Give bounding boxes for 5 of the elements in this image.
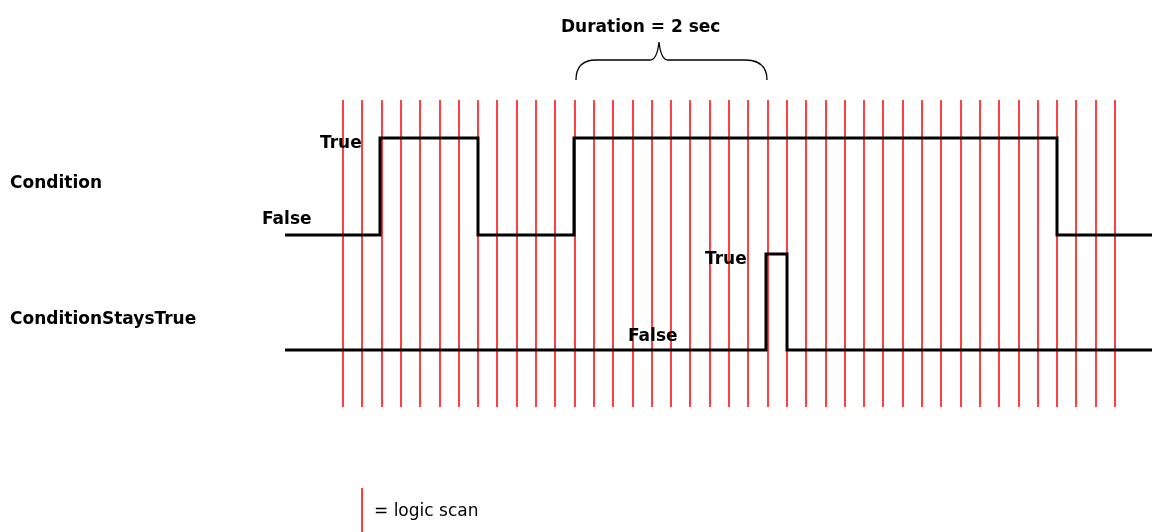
signal-name: ConditionStaysTrue	[10, 308, 197, 328]
legend-text: = logic scan	[374, 500, 479, 520]
state-label: False	[262, 208, 312, 228]
duration-label: Duration = 2 sec	[561, 16, 721, 36]
signal-name: Condition	[10, 172, 102, 192]
